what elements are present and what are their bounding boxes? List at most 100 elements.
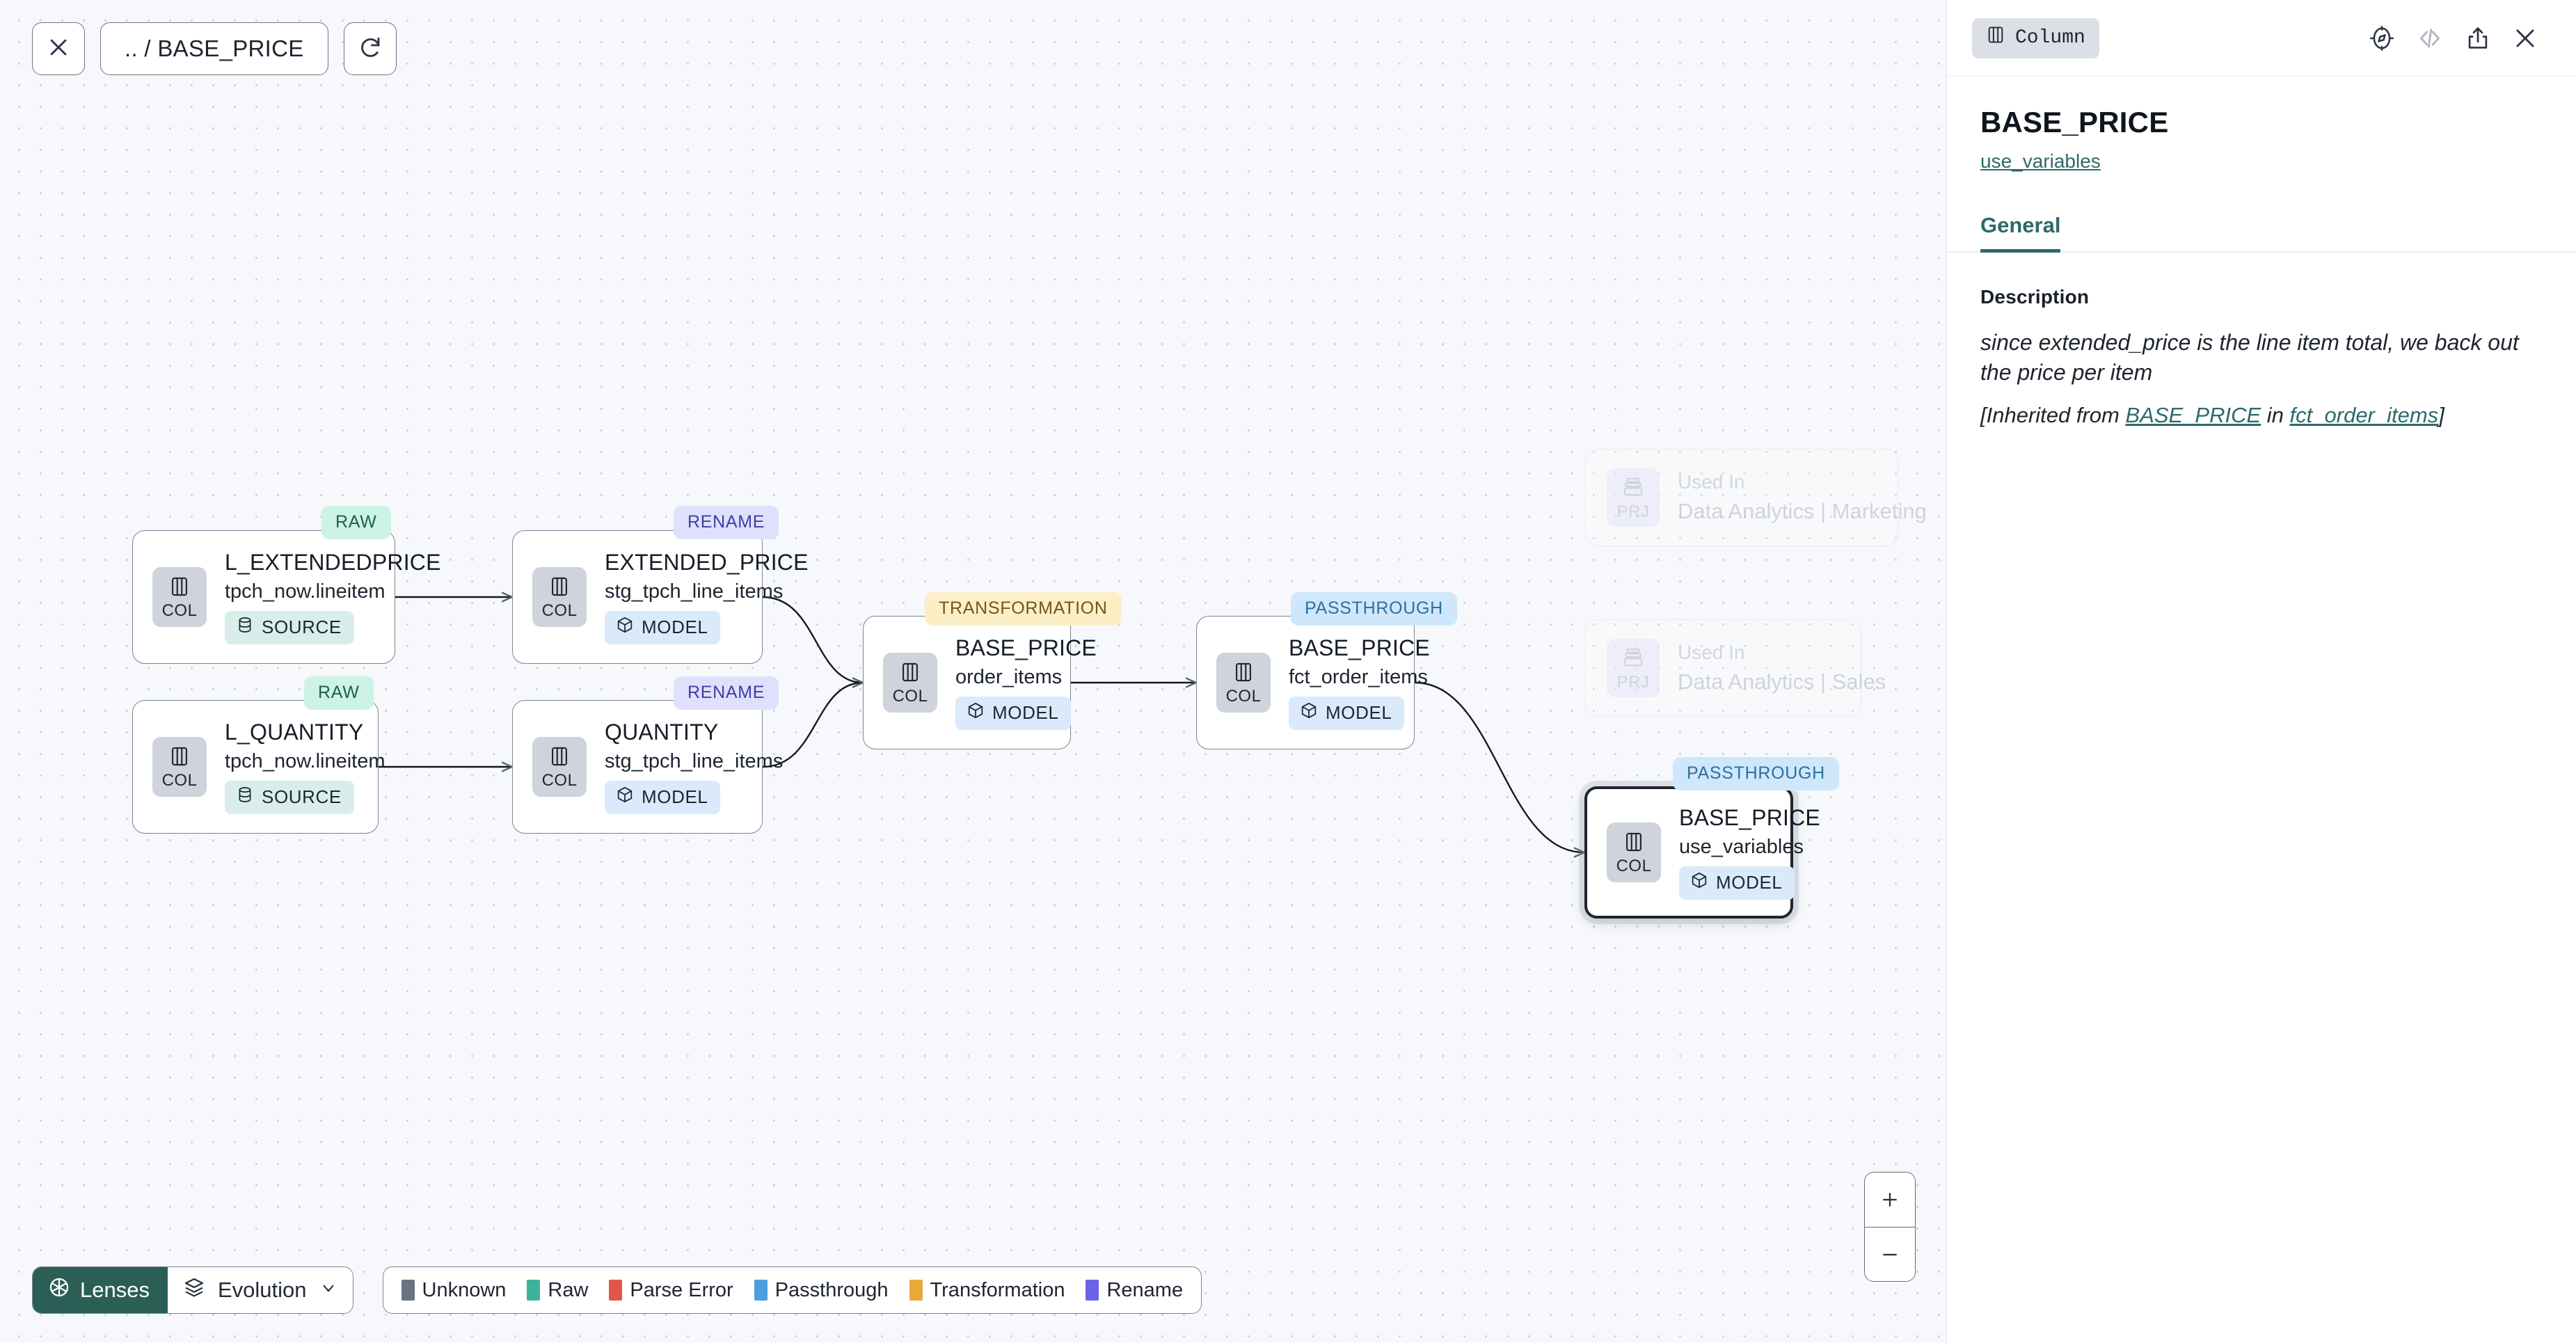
node-subtitle: order_items xyxy=(955,666,1063,688)
legend-label: Passthrough xyxy=(774,1278,889,1301)
zoom-out-button[interactable] xyxy=(1865,1227,1915,1281)
lineage-canvas[interactable]: .. / BASE_PRICE xyxy=(0,0,1946,1343)
details-panel-title-block: BASE_PRICE use_variables xyxy=(1947,77,2576,173)
column-type-badge: COL xyxy=(1216,653,1271,713)
node-tag-raw: RAW xyxy=(304,676,374,710)
lenses-button[interactable]: Lenses xyxy=(33,1267,168,1313)
page-title: BASE_PRICE xyxy=(1980,106,2169,138)
used-in-name: Data Analytics | Marketing xyxy=(1678,499,1927,523)
parent-model-link[interactable]: use_variables xyxy=(1980,150,2101,172)
close-icon xyxy=(47,35,70,63)
column-icon xyxy=(1986,25,2005,51)
node-title: EXTENDED_PRICE xyxy=(605,550,809,575)
close-panel-button[interactable] xyxy=(2512,25,2538,51)
inherited-middle: in xyxy=(2261,402,2290,427)
node-kind-badge: SOURCE xyxy=(225,611,354,644)
node-subtitle: use_variables xyxy=(1679,836,1804,858)
node-subtitle: stg_tpch_line_items xyxy=(605,580,784,603)
node-title: L_EXTENDEDPRICE xyxy=(225,550,441,575)
node-subtitle: tpch_now.lineitem xyxy=(225,750,385,772)
lens-group: Lenses Evolution xyxy=(32,1266,353,1314)
lineage-legend: Unknown Raw Parse Error Passthrough Transfor… xyxy=(382,1266,1202,1314)
minus-icon xyxy=(1879,1244,1900,1265)
node-subtitle: stg_tpch_line_items xyxy=(605,750,784,772)
node-kind-badge: SOURCE xyxy=(225,781,354,814)
evolution-dropdown[interactable]: Evolution xyxy=(167,1267,353,1313)
inherited-prefix: [Inherited from xyxy=(1980,402,2126,427)
inherited-column-link[interactable]: BASE_PRICE xyxy=(2125,402,2261,427)
evolution-label: Evolution xyxy=(217,1278,307,1302)
legend-label: Unknown xyxy=(422,1278,507,1301)
code-view-button[interactable] xyxy=(2416,24,2444,52)
close-button[interactable] xyxy=(32,22,85,75)
node-subtitle: fct_order_items xyxy=(1289,666,1428,688)
project-icon xyxy=(1621,475,1645,502)
legend-swatch xyxy=(754,1280,768,1301)
column-icon xyxy=(548,745,571,772)
share-button[interactable] xyxy=(2465,25,2491,51)
explore-button[interactable] xyxy=(2369,25,2395,51)
column-icon xyxy=(168,745,191,772)
database-icon xyxy=(236,616,254,639)
node-tag-rename: RENAME xyxy=(674,506,779,539)
legend-item[interactable]: Transformation xyxy=(909,1279,1065,1302)
node-title: BASE_PRICE xyxy=(1679,805,1820,830)
lenses-label: Lenses xyxy=(80,1278,150,1302)
zoom-in-button[interactable] xyxy=(1865,1173,1915,1227)
node-tag-rename: RENAME xyxy=(674,676,779,710)
column-type-label: COL xyxy=(541,771,578,790)
legend-item[interactable]: Unknown xyxy=(401,1278,507,1302)
project-type-badge: PRJ xyxy=(1607,468,1660,527)
cube-icon xyxy=(1690,871,1708,894)
legend-label: Transformation xyxy=(930,1278,1065,1301)
node-tag-passthrough: PASSTHROUGH xyxy=(1673,757,1839,790)
column-type-label: COL xyxy=(161,601,198,620)
column-type-badge: COL xyxy=(1607,823,1661,882)
node-tag-raw: RAW xyxy=(321,506,391,539)
legend-item[interactable]: Parse Error xyxy=(609,1279,733,1302)
tab-general[interactable]: General xyxy=(1980,213,2061,253)
used-in-kicker: Used In xyxy=(1678,642,1745,663)
node-subtitle: tpch_now.lineitem xyxy=(225,580,385,603)
entity-type-chip[interactable]: Column xyxy=(1972,17,2099,58)
node-kind-label: MODEL xyxy=(1326,702,1392,723)
legend-item[interactable]: Rename xyxy=(1086,1279,1183,1302)
legend-item[interactable]: Raw xyxy=(527,1279,588,1302)
node-kind-label: MODEL xyxy=(642,617,708,637)
legend-item[interactable]: Passthrough xyxy=(754,1279,889,1302)
breadcrumb[interactable]: .. / BASE_PRICE xyxy=(100,22,328,75)
node-title: L_QUANTITY xyxy=(225,720,364,745)
canvas-bottom-bar: Lenses Evolution xyxy=(32,1266,1202,1314)
zoom-controls xyxy=(1864,1172,1916,1282)
column-icon xyxy=(1622,830,1646,857)
inherited-model-link[interactable]: fct_order_items xyxy=(2289,402,2439,427)
inherited-suffix: ] xyxy=(2438,402,2444,427)
column-type-badge: COL xyxy=(152,737,207,797)
aperture-icon xyxy=(48,1276,70,1304)
node-kind-badge: MODEL xyxy=(605,781,721,814)
canvas-toolbar: .. / BASE_PRICE xyxy=(32,22,397,75)
refresh-button[interactable] xyxy=(343,22,397,75)
node-kind-label: MODEL xyxy=(992,702,1059,723)
description-text: since extended_price is the line item to… xyxy=(1980,330,2519,385)
refresh-icon xyxy=(358,35,383,63)
legend-swatch xyxy=(909,1280,923,1301)
column-type-label: COL xyxy=(1225,687,1262,706)
node-kind-badge: MODEL xyxy=(955,697,1072,730)
entity-type-label: Column xyxy=(2015,26,2085,49)
node-kind-badge: MODEL xyxy=(1289,697,1405,730)
